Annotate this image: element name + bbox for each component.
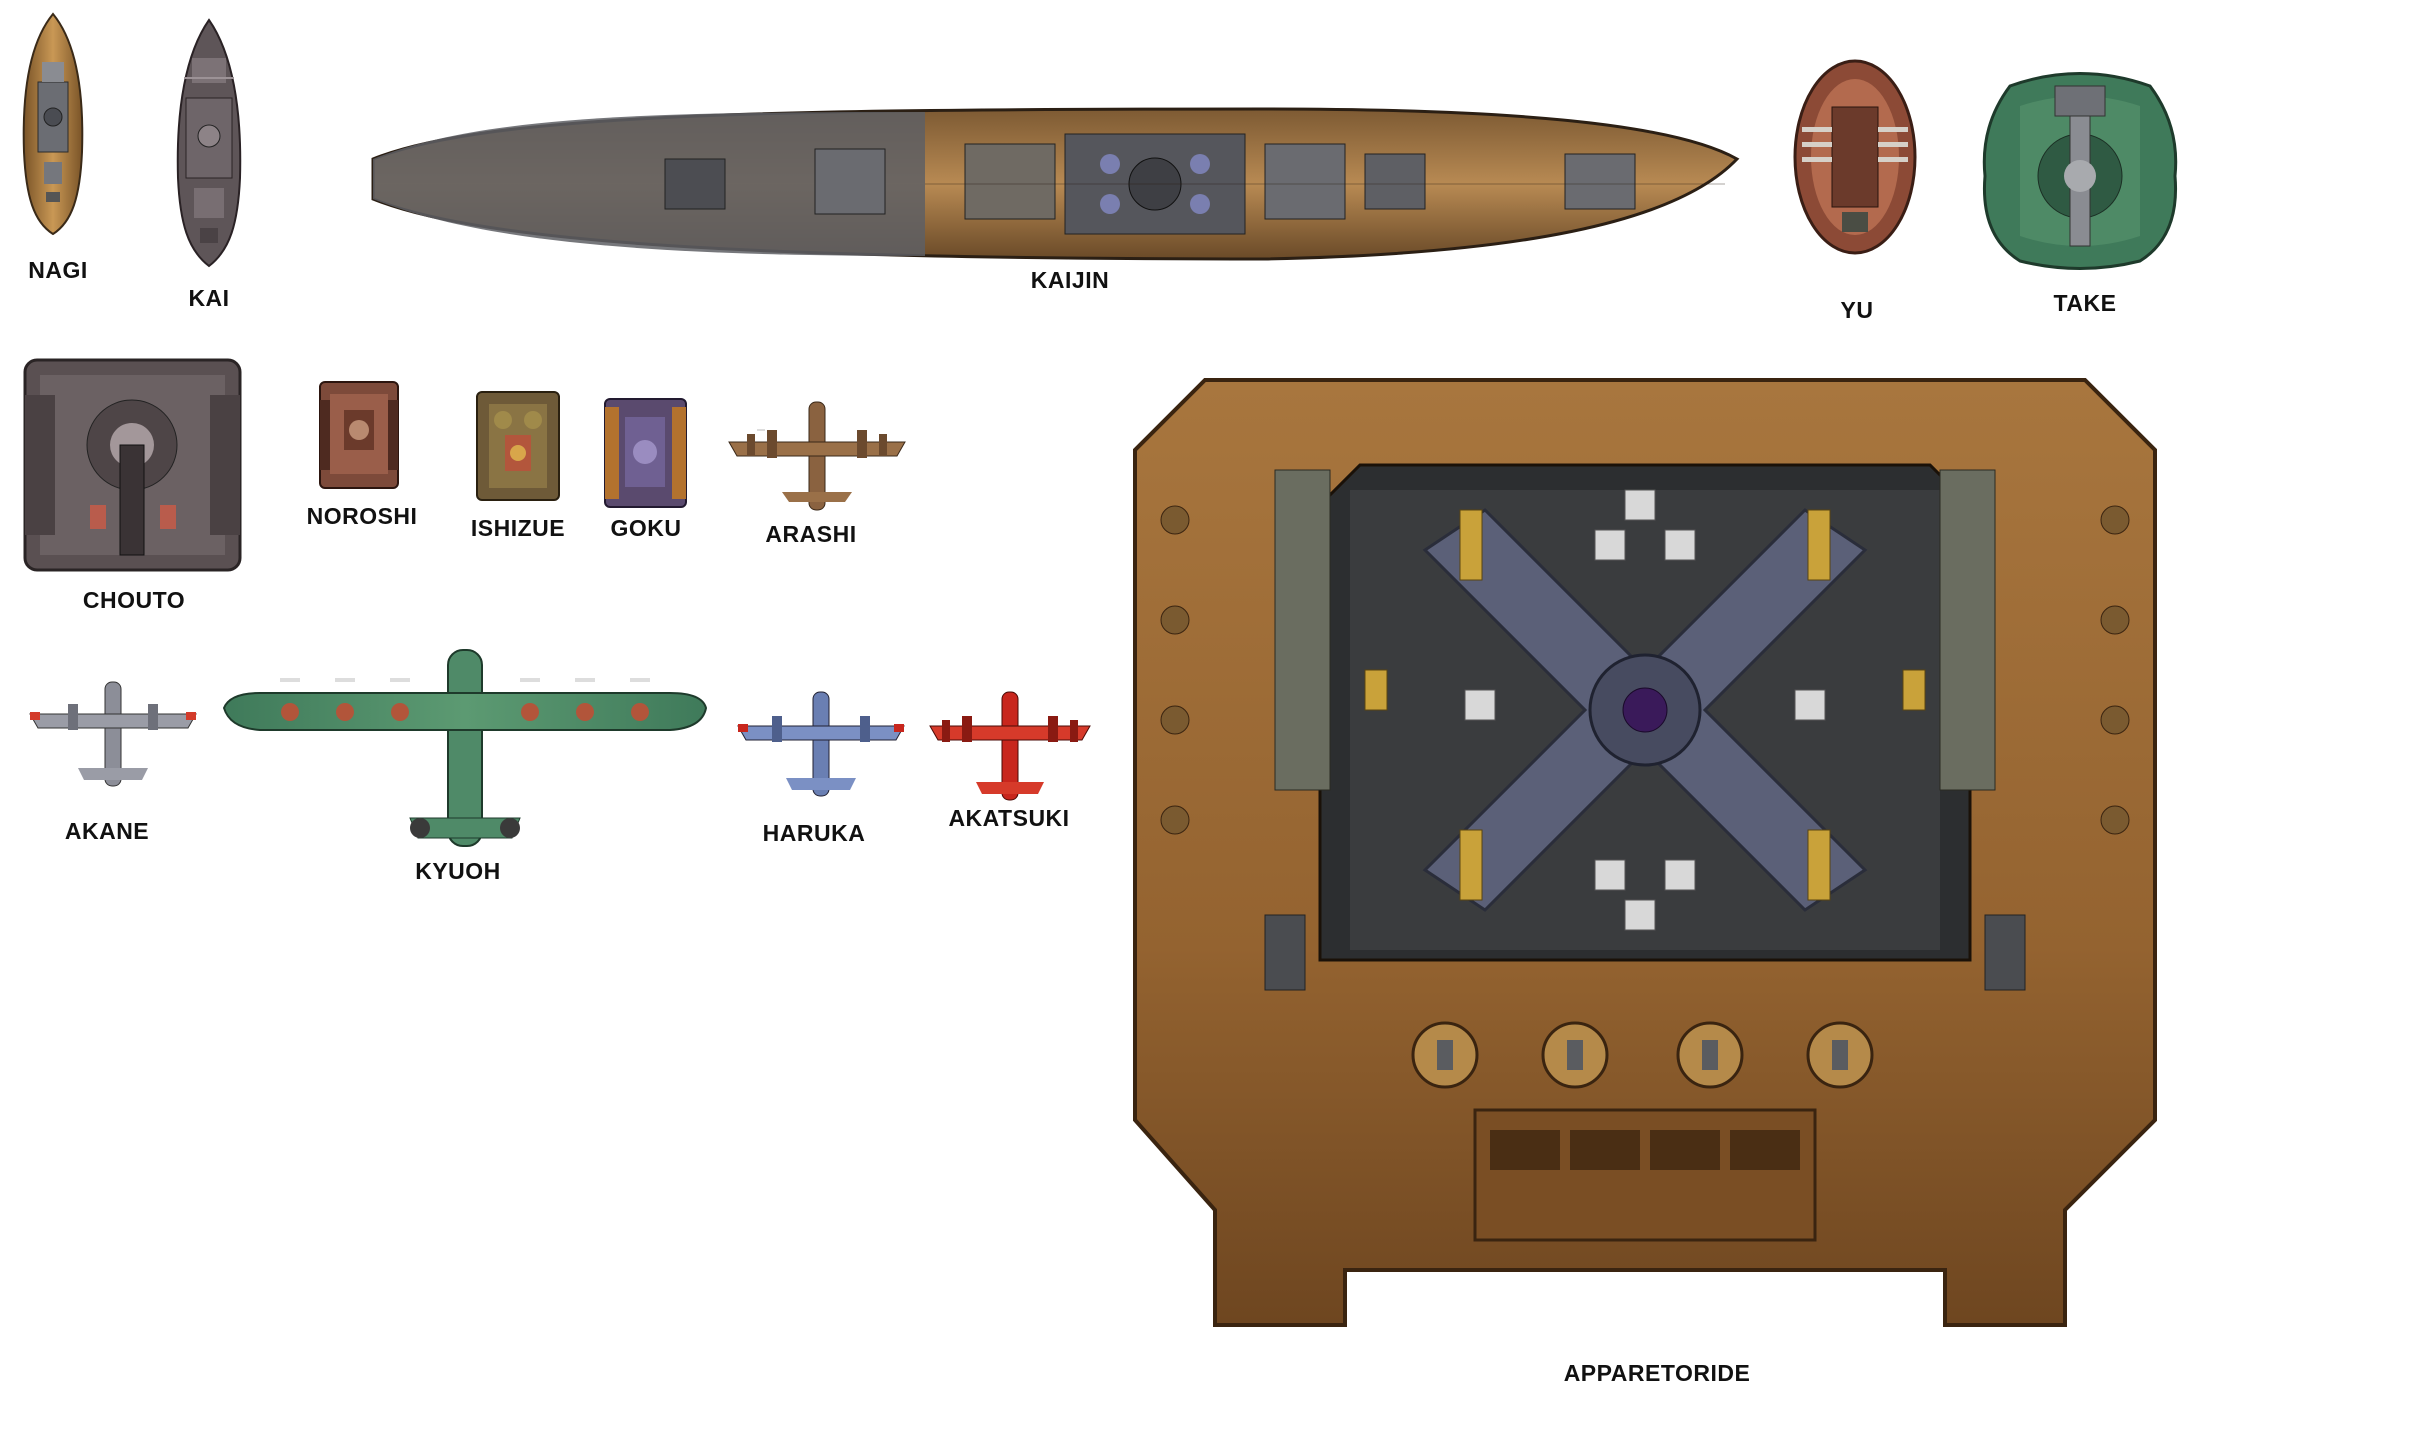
nagi-label: NAGI	[28, 257, 88, 283]
apparetoride-label: APPARETORIDE	[1563, 1360, 1751, 1386]
kyuoh-plane-sprite	[220, 648, 710, 853]
noroshi-tank-sprite	[318, 380, 400, 490]
kaijin-label: KAIJIN	[1030, 267, 1110, 293]
arashi-label: ARASHI	[765, 521, 857, 547]
akatsuki-label: AKATSUKI	[948, 805, 1070, 831]
apparetoride-fortress-sprite	[1125, 340, 2165, 1340]
ishizue-tank-sprite	[475, 390, 561, 502]
haruka-plane-sprite	[736, 690, 906, 798]
akatsuki-plane-sprite	[928, 690, 1092, 802]
arashi-plane-sprite	[727, 400, 907, 512]
kaijin-battleship-sprite	[365, 104, 1745, 264]
kai-label: KAI	[188, 285, 230, 311]
goku-label: GOKU	[610, 515, 682, 541]
haruka-label: HARUKA	[762, 820, 866, 846]
kai-ship-sprite	[170, 18, 248, 268]
take-label: TAKE	[2053, 290, 2117, 316]
noroshi-label: NOROSHI	[306, 503, 418, 529]
akane-label: AKANE	[64, 818, 150, 844]
ishizue-label: ISHIZUE	[470, 515, 566, 541]
chouto-tank-sprite	[20, 355, 245, 575]
yu-hovercraft-sprite	[1790, 57, 1920, 257]
akane-plane-sprite	[28, 680, 198, 788]
chouto-label: CHOUTO	[82, 587, 186, 613]
nagi-ship-sprite	[18, 12, 88, 237]
kyuoh-label: KYUOH	[415, 858, 501, 884]
goku-tank-sprite	[603, 397, 688, 509]
take-hovercraft-sprite	[1980, 66, 2180, 271]
yu-label: YU	[1840, 297, 1874, 323]
